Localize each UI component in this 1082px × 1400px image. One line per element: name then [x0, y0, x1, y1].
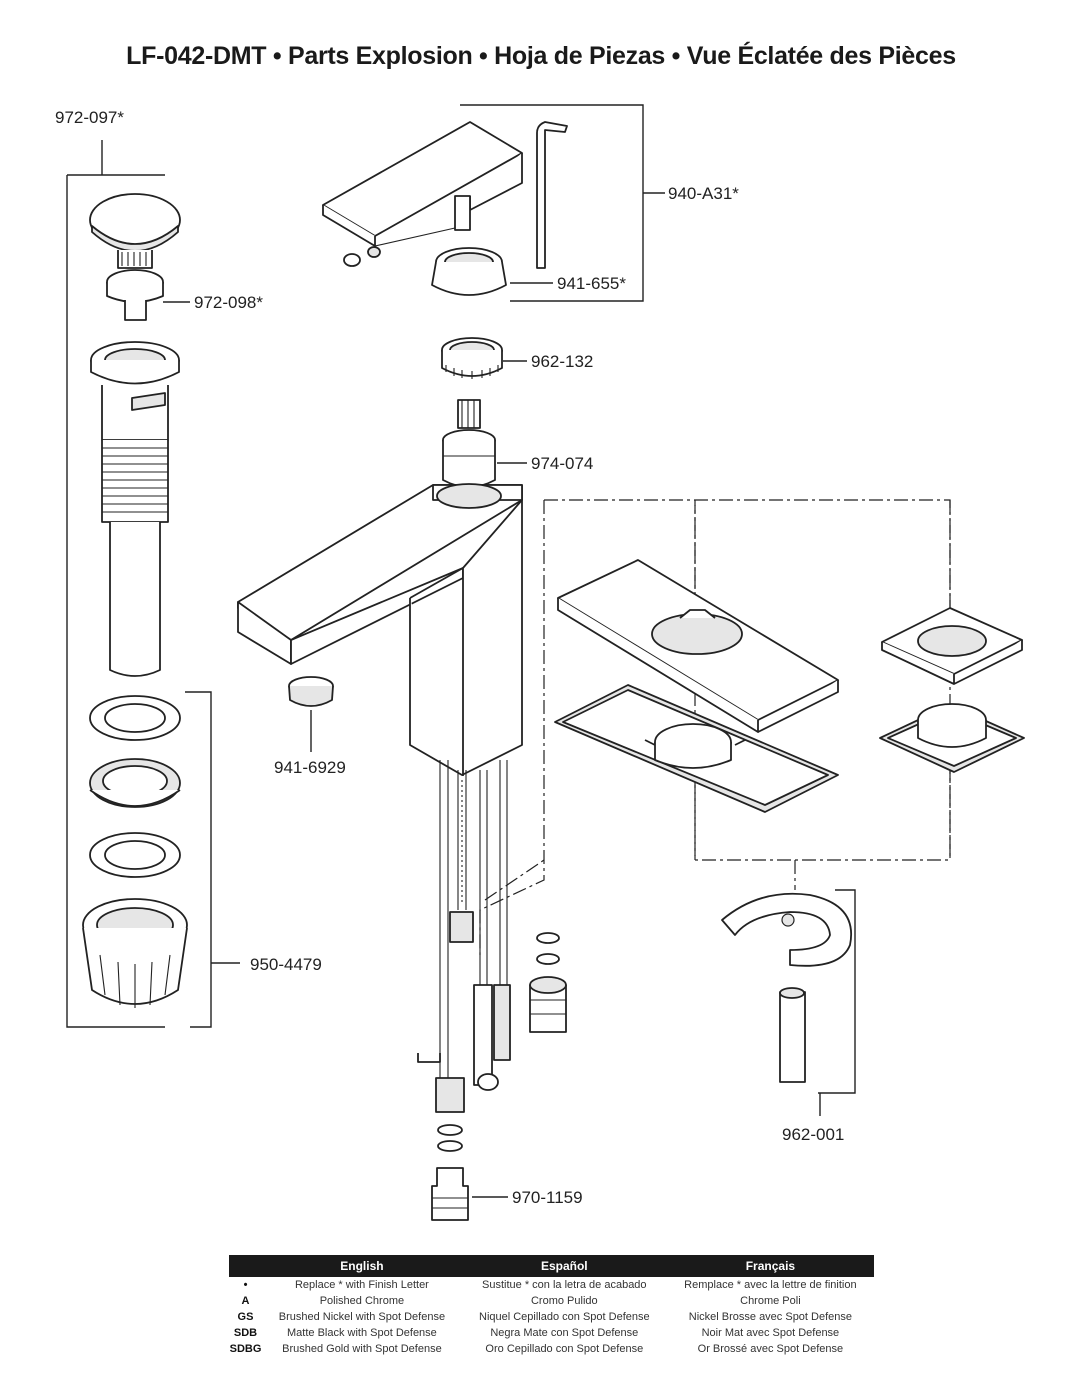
legend-row: A Polished Chrome Cromo Pulido Chrome Po…: [229, 1293, 874, 1309]
label-972-098: 972-098*: [194, 293, 263, 312]
legend-spanish: Sustitue * con la letra de acabado: [482, 1279, 647, 1291]
legend-code: SDBG: [229, 1343, 262, 1355]
label-940-A31: 940-A31*: [668, 184, 739, 203]
label-972-097: 972-097*: [55, 108, 124, 127]
legend-code: SDB: [233, 1327, 258, 1339]
legend-code: A: [241, 1295, 250, 1307]
legend-row: • Replace * with Finish Letter Sustitue …: [229, 1277, 874, 1293]
legend-spanish: Niquel Cepillado con Spot Defense: [479, 1311, 650, 1323]
cartridge-assembly: [441, 337, 527, 488]
label-962-001: 962-001: [782, 1125, 844, 1144]
legend-header-code: [229, 1255, 262, 1277]
legend-header-english: English: [262, 1255, 462, 1277]
legend-spanish: Negra Mate con Spot Defense: [490, 1327, 639, 1339]
label-974-074: 974-074: [531, 454, 593, 473]
finish-legend-table: English Español Français • Replace * wit…: [229, 1255, 874, 1357]
legend-header-french: Français: [666, 1255, 874, 1277]
legend-spanish: Oro Cepillado con Spot Defense: [485, 1343, 644, 1355]
mounting-hardware: [721, 889, 856, 1116]
label-962-132: 962-132: [531, 352, 593, 371]
legend-english: Brushed Gold with Spot Defense: [282, 1343, 442, 1355]
legend-english: Matte Black with Spot Defense: [287, 1327, 437, 1339]
parts-explosion-diagram: 972-097* 972-098* 940-A31* 941-655* 962-…: [55, 104, 1025, 1221]
legend-english: Replace * with Finish Letter: [294, 1279, 429, 1291]
page-title: LF-042-DMT • Parts Explosion • Hoja de P…: [126, 42, 956, 70]
legend-french: Or Brossé avec Spot Defense: [697, 1343, 844, 1355]
legend-english: Brushed Nickel with Spot Defense: [278, 1311, 446, 1323]
legend-header-spanish: Español: [461, 1255, 667, 1277]
deck-plate-assembly: [544, 499, 1025, 890]
legend-spanish: Cromo Pulido: [530, 1295, 598, 1307]
legend-row: GS Brushed Nickel with Spot Defense Niqu…: [229, 1309, 874, 1325]
handle-assembly: [322, 104, 665, 302]
faucet-body: [237, 483, 567, 1221]
label-941-655: 941-655*: [557, 274, 626, 293]
legend-row: SDBG Brushed Gold with Spot Defense Oro …: [229, 1341, 874, 1357]
legend-english: Polished Chrome: [319, 1295, 405, 1307]
legend-code: GS: [237, 1311, 254, 1323]
legend-french: Nickel Brosse avec Spot Defense: [688, 1311, 853, 1323]
legend-french: Noir Mat avec Spot Defense: [701, 1327, 840, 1339]
label-941-6929: 941-6929: [274, 758, 346, 777]
legend-row: SDB Matte Black with Spot Defense Negra …: [229, 1325, 874, 1341]
legend-code: •: [243, 1279, 248, 1291]
drain-assembly: [66, 140, 240, 1028]
label-970-1159: 970-1159: [512, 1188, 583, 1207]
legend-french: Chrome Poli: [740, 1295, 801, 1307]
legend-header-row: English Español Français: [229, 1255, 874, 1277]
label-950-4479: 950-4479: [250, 955, 322, 974]
legend-french: Remplace * avec la lettre de finition: [684, 1279, 857, 1291]
